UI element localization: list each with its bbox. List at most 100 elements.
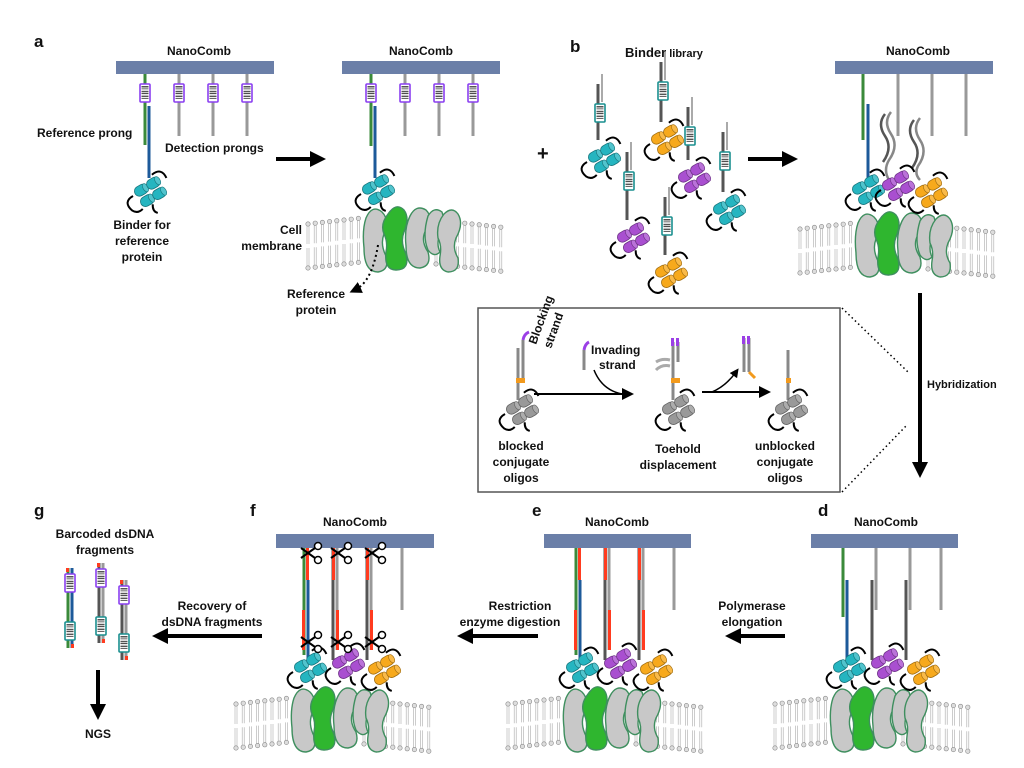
binder-loop xyxy=(385,682,393,692)
lipid-head xyxy=(943,746,949,752)
lipid-head xyxy=(833,222,839,228)
lipid-head xyxy=(269,697,275,703)
barcode-tag xyxy=(139,83,151,103)
scissors-handle xyxy=(377,555,387,565)
membrane-protein xyxy=(916,214,937,261)
scissors-handle xyxy=(343,644,353,654)
lipid-head xyxy=(819,268,825,274)
binder-loop xyxy=(668,118,685,127)
scissors-handle xyxy=(343,555,353,565)
blocked-label-line2: conjugate xyxy=(493,455,550,469)
reference-binder-protein xyxy=(354,168,396,212)
lipid-head xyxy=(808,697,814,703)
barcode-stripe xyxy=(435,90,443,93)
barcode-stripe xyxy=(721,156,729,158)
lipid-head xyxy=(262,742,268,748)
binder-protein xyxy=(874,164,916,208)
displaced-strand xyxy=(654,357,671,372)
barcode-stripe xyxy=(66,583,74,585)
barcode-stripe xyxy=(659,91,667,93)
unblocked-label-line1: unblocked xyxy=(755,439,815,453)
barcode-stripe xyxy=(175,88,183,90)
library-binder xyxy=(647,251,689,295)
binder-loop xyxy=(654,413,672,431)
lipid-head xyxy=(505,701,511,707)
reference-protein-label-line2: protein xyxy=(296,303,337,317)
panel-letter-g: g xyxy=(34,501,44,520)
lipid-head xyxy=(815,696,821,702)
barcode-stripe xyxy=(659,93,667,96)
scissors-handle xyxy=(377,541,387,551)
lipid-head xyxy=(555,739,561,745)
barcode-stripe xyxy=(367,93,375,95)
binder-loop xyxy=(621,676,629,686)
barcode-tag xyxy=(399,83,411,103)
lipid-head xyxy=(786,743,792,749)
ngs-label: NGS xyxy=(85,727,111,741)
reference-protein xyxy=(381,206,408,271)
binder-loop xyxy=(596,667,614,685)
lipid-head xyxy=(498,268,504,274)
membrane-proteins xyxy=(562,686,662,753)
helix-end xyxy=(614,152,622,162)
lipid-head xyxy=(683,703,689,709)
gray-binder xyxy=(498,388,540,432)
reference-prong-label: Reference prong xyxy=(37,126,132,140)
lipid-head xyxy=(965,748,971,754)
helix-end xyxy=(388,654,396,664)
membrane-protein xyxy=(332,687,359,749)
lipid-bilayer xyxy=(505,695,704,754)
membrane-proteins xyxy=(854,211,954,278)
barcode-stripe xyxy=(243,98,251,99)
reference-protein xyxy=(309,686,336,751)
binder-loop xyxy=(863,667,881,685)
barcode-stripe xyxy=(97,623,105,626)
barcode-stripe xyxy=(659,84,667,86)
helix-end xyxy=(698,162,706,172)
barcode-stripe xyxy=(663,228,671,231)
barcode-stripe xyxy=(97,573,105,575)
binder-loop xyxy=(869,202,877,212)
helix-end xyxy=(941,187,949,197)
library-binder xyxy=(670,156,712,200)
lipid-head xyxy=(929,744,935,750)
barcode-stripe xyxy=(120,645,128,648)
scissors-icon xyxy=(330,630,353,654)
membrane-protein xyxy=(928,214,954,278)
lipid-head xyxy=(240,700,246,706)
barcode-stripe xyxy=(120,638,128,640)
scissors-handle xyxy=(343,541,353,551)
barcode-stripe xyxy=(66,626,74,628)
lipid-head xyxy=(397,745,403,751)
binder-protein xyxy=(558,646,600,690)
lipid-head xyxy=(397,701,403,707)
binder-loop xyxy=(605,170,613,180)
lipid-head xyxy=(936,745,942,751)
restriction-end xyxy=(120,580,123,584)
membrane-protein xyxy=(854,213,880,278)
helix-end xyxy=(801,404,809,414)
lipid-head xyxy=(283,695,289,701)
lipid-head xyxy=(541,741,547,747)
helix-end xyxy=(872,174,880,184)
lipid-head xyxy=(779,700,785,706)
lipid-head xyxy=(950,747,956,753)
barcode-tag xyxy=(95,568,107,588)
helix-end xyxy=(637,222,645,232)
binder-loop xyxy=(379,168,396,177)
binder-loop xyxy=(825,671,843,689)
lipid-head xyxy=(943,702,949,708)
barcode-stripe xyxy=(469,86,477,88)
helix-end xyxy=(902,170,910,180)
polymerase-label-line1: Polymerase xyxy=(718,599,786,613)
scissors-blade xyxy=(330,547,346,559)
barcode-stripe xyxy=(596,108,604,110)
barcoded-title-line2: fragments xyxy=(76,543,134,557)
barcode-stripe xyxy=(97,580,105,583)
lipid-head xyxy=(698,748,704,754)
binder-loop xyxy=(899,198,907,208)
binder-loop xyxy=(324,667,342,685)
lipid-head xyxy=(826,223,832,229)
binder-loop xyxy=(583,646,600,655)
binder-loop xyxy=(924,648,941,657)
